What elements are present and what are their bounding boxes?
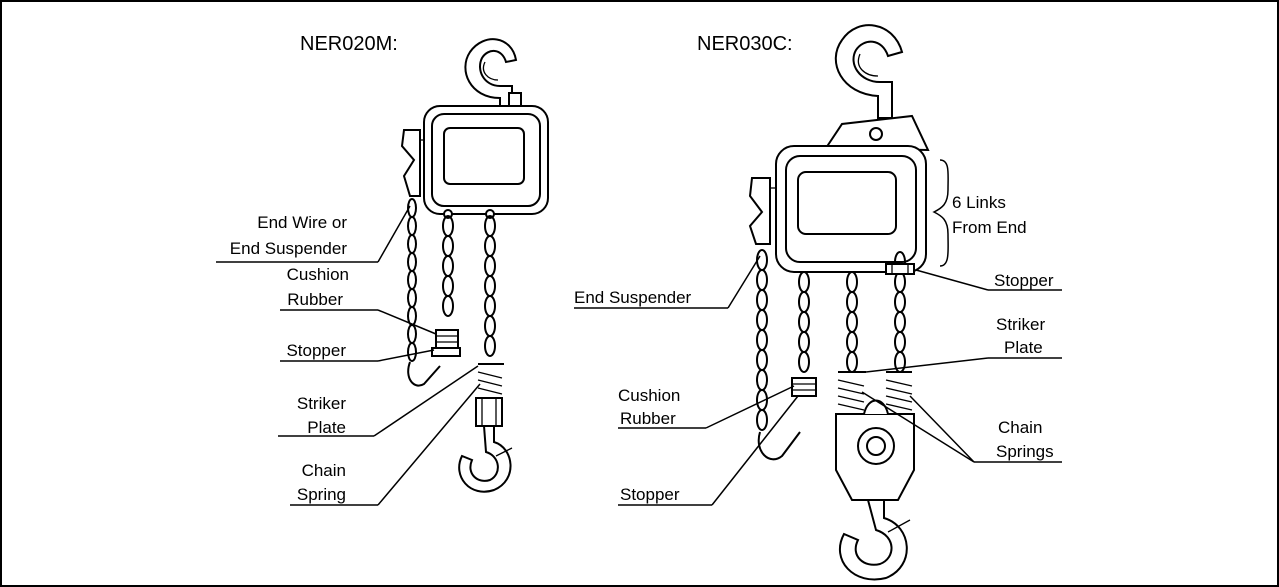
stopper-top-right [885,263,915,275]
bottom-hook-right [838,499,911,581]
label-striker-1-right: Striker [996,315,1045,334]
label-end-suspender-right: End Suspender [574,288,692,307]
bottom-block-right [835,399,915,501]
hoist-ner030c: NER030C: 6 Links From End Stopper End Su… [574,24,1062,581]
title-ner030c: NER030C: [697,33,793,55]
chains-left [407,198,496,387]
label-stopper-top-right: Stopper [994,271,1054,290]
chains-right [756,249,906,461]
label-striker-2-right: Plate [1004,338,1043,357]
upper-frame-right [824,114,930,152]
cushion-rubber-left [431,329,461,357]
label-spring-1-left: Chain [302,461,346,480]
label-cushion-2: Rubber [287,290,343,309]
label-springs-2-right: Springs [996,442,1054,461]
bottom-hook-left [458,425,513,493]
striker-springs-right [837,371,913,411]
label-cushion-1: Cushion [287,265,349,284]
hand-chain-left [407,198,441,387]
title-ner020m: NER020M: [300,33,398,55]
label-stopper-bottom-right: Stopper [620,485,680,504]
leaders-right [574,255,1062,506]
top-hook-left [464,38,522,119]
label-striker-2-left: Plate [307,418,346,437]
label-spring-2-left: Spring [297,485,346,504]
top-hook-right [834,24,904,119]
label-cushion-1-right: Cushion [618,386,680,405]
hoist-body-left [400,105,549,219]
label-striker-1-left: Striker [297,394,346,413]
hoist-body-right [748,145,927,273]
striker-spring-left [475,363,504,427]
label-stopper-left: Stopper [286,341,346,360]
hoist-ner020m: NER020M: End Wire or End Suspender Cushi… [216,33,549,506]
label-6-links-2: From End [952,218,1027,237]
hand-chain-left-2 [442,215,454,317]
label-cushion-2-right: Rubber [620,409,676,428]
label-end-wire-1: End Wire or [257,213,347,232]
label-end-wire-2: End Suspender [230,239,348,258]
leaders-left [216,205,481,506]
brace-6-links [932,159,949,267]
label-6-links-1: 6 Links [952,193,1006,212]
load-chain-left [484,215,496,357]
cushion-rubber-right [791,377,817,397]
label-springs-1-right: Chain [998,418,1042,437]
